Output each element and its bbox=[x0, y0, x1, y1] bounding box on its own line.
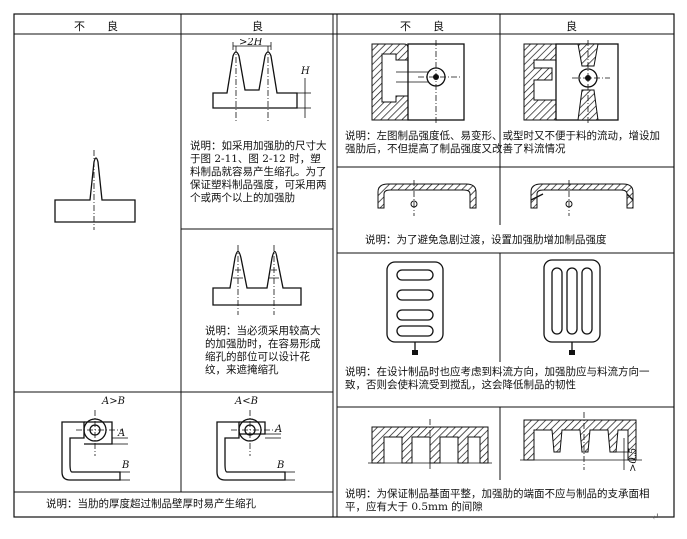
caption-tall-rib: 说明：当必须采用较高大的加强肋时，在容易形成缩孔的部位可以设计花纹，来遮掩缩孔 bbox=[205, 325, 321, 376]
caption-avoid-transition: 说明：为了避免急剧过渡，设置加强肋增加制品强度 bbox=[365, 234, 607, 246]
caption-rib-thickness: 说明：当肋的厚度超过制品壁厚时易产生缩孔 bbox=[46, 498, 256, 510]
gap-label: >0.5 bbox=[628, 448, 639, 472]
a-lt-b-label: A<B bbox=[234, 396, 258, 407]
flow-good-drawing bbox=[543, 259, 601, 355]
flow-bad-drawing bbox=[386, 261, 444, 355]
return-mark: ↵ bbox=[651, 512, 660, 523]
a-label-good: A bbox=[274, 424, 282, 435]
transition-good-drawing bbox=[530, 180, 634, 216]
b-label: B bbox=[121, 460, 129, 471]
header-left-bad: 不 良 bbox=[74, 20, 118, 33]
caption-strength: 说明：左图制品强度低、易变形、或型时又不便于料的流动，增设加强肋后，不但提高了制… bbox=[345, 130, 660, 155]
base-bad-drawing bbox=[368, 419, 492, 471]
base-good-drawing: >0.5 bbox=[520, 412, 642, 472]
transition-bad-drawing bbox=[377, 180, 477, 216]
tall-rib-drawing bbox=[212, 245, 302, 315]
caption-base-flat: 说明：为保证制品基面平整，加强肋的端面不应与制品的支承面相平，应有大于 0.5m… bbox=[345, 488, 650, 513]
strength-good-drawing bbox=[523, 40, 619, 125]
double-rib-drawing: >2H H bbox=[212, 38, 311, 123]
dim-h-label: H bbox=[300, 66, 310, 77]
a-label: A bbox=[117, 428, 125, 439]
rib-thickness-bad-drawing: A>B A B bbox=[61, 396, 130, 481]
rib-thickness-good-drawing: A<B A B bbox=[216, 396, 295, 481]
b-label-good: B bbox=[276, 460, 284, 471]
caption-flow-direction: 说明：在设计制品时也应考虑到料流方向，加强肋应与料流方向一致，否则会使料流受到搅… bbox=[345, 366, 650, 391]
dim-2h-label: >2H bbox=[239, 38, 263, 48]
a-gt-b-label: A>B bbox=[101, 396, 125, 407]
single-rib-drawing bbox=[54, 150, 136, 230]
header-right-good: 良 bbox=[566, 20, 577, 33]
header-right-bad: 不 良 bbox=[400, 20, 444, 33]
caption-rib-size: 说明：如采用加强肋的尺寸大于图 2-11、图 2-12 时，塑料制品就容易产生缩… bbox=[190, 140, 327, 204]
header-left-good: 良 bbox=[252, 20, 263, 33]
strength-bad-drawing bbox=[371, 40, 465, 125]
